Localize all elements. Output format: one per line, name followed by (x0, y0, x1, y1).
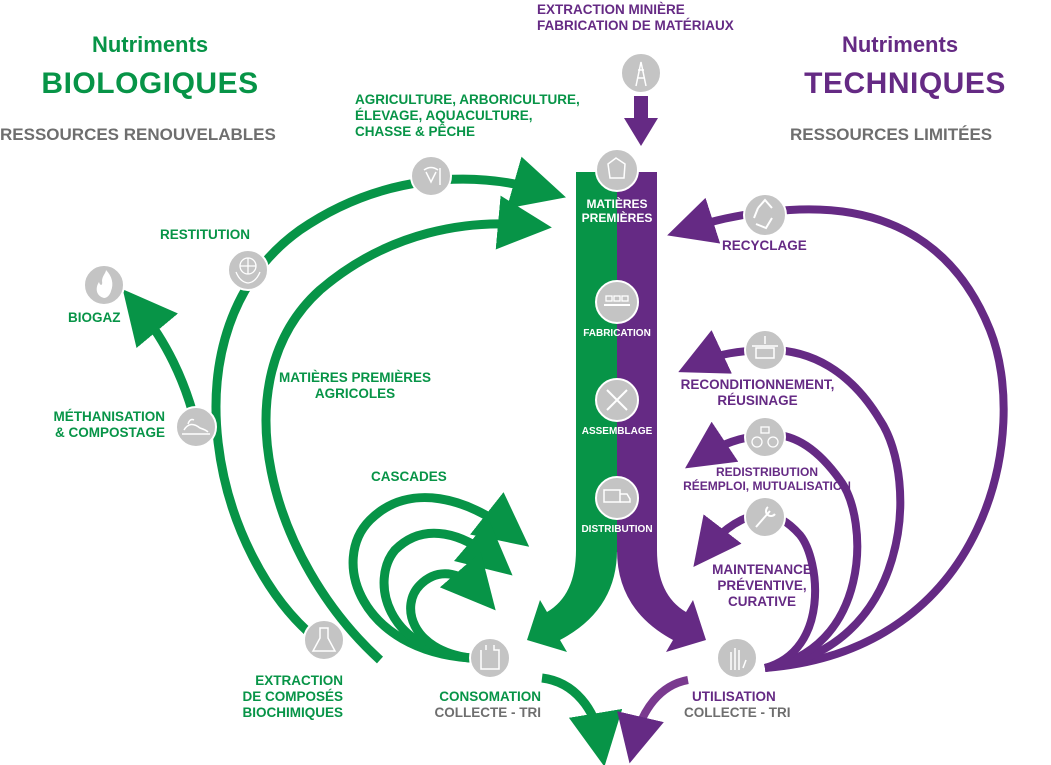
refurbishing-line1: RECONDITIONNEMENT, (680, 377, 835, 392)
usage-label: UTILISATION COLLECTE - TRI (684, 689, 791, 721)
redistribution-loop (685, 421, 862, 672)
cascades-label: CASCADES (371, 469, 447, 484)
maintenance-label: MAINTENANCE PRÉVENTIVE, CURATIVE (702, 562, 822, 610)
methanisation-label: MÉTHANISATION & COMPOSTAGE (20, 409, 166, 441)
redistribution-label: REDISTRIBUTION RÉEMPLOI, MUTUALISATION (672, 465, 862, 493)
maintenance-line1: MAINTENANCE (712, 562, 812, 577)
restitution-label: RESTITUTION (160, 227, 250, 242)
maintenance-line2: PRÉVENTIVE, (717, 577, 807, 593)
mining-label-line1: EXTRACTION MINIÈRE (537, 2, 685, 17)
redistribution-line1: REDISTRIBUTION (716, 465, 818, 479)
stage-assembly: ASSEMBLAGE (581, 426, 653, 437)
mining-label: EXTRACTION MINIÈRE FABRICATION DE MATÉRI… (537, 2, 734, 34)
agricultural-raw-label: MATIÈRES PREMIÈRES AGRICOLES (265, 370, 445, 402)
stage-raw-materials-line1: MATIÈRES (586, 197, 648, 211)
green-split-arrow (527, 550, 617, 652)
recycling-label: RECYCLAGE (722, 238, 807, 253)
usage-line2: COLLECTE - TRI (684, 704, 791, 720)
conveyor-icon (595, 280, 639, 324)
right-header-title: TECHNIQUES (804, 67, 1006, 100)
rock-icon (595, 148, 639, 192)
agriculture-line2: ÉLEVAGE, AQUACULTURE, (355, 107, 533, 123)
biological-loops (122, 156, 623, 765)
extraction-label: EXTRACTION DE COMPOSÉS BIOCHIMIQUES (213, 673, 343, 721)
agriculture-label: AGRICULTURE, ARBORICULTURE, ÉLEVAGE, AQU… (355, 92, 580, 140)
agricultural-raw-line1: MATIÈRES PREMIÈRES (278, 370, 432, 385)
bag-icon (469, 637, 511, 679)
flame-icon (83, 264, 125, 306)
methanisation-line1: MÉTHANISATION (53, 409, 166, 424)
cascade-3 (406, 551, 496, 663)
agricultural-loop (261, 195, 552, 664)
left-header-line1: Nutriments (91, 32, 209, 57)
redistribution-line2: RÉEMPLOI, MUTUALISATION (683, 479, 851, 494)
stage-raw-materials-line2: PREMIÈRES (581, 211, 653, 226)
stage-raw-materials: MATIÈRES PREMIÈRES (572, 197, 662, 225)
right-header-subtitle: RESSOURCES LIMITÉES (790, 125, 993, 144)
refurbishing-label: RECONDITIONNEMENT, RÉUSINAGE (665, 377, 850, 409)
agriculture-line1: AGRICULTURE, ARBORICULTURE, (355, 92, 580, 107)
usage-line1: UTILISATION (692, 689, 776, 704)
purple-exit-arrow (617, 676, 689, 764)
biogaz-label: BIOGAZ (68, 310, 121, 325)
stage-distribution: DISTRIBUTION (581, 524, 653, 535)
wrench-icon (744, 496, 786, 538)
flask-icon (303, 619, 345, 661)
extraction-line3: BIOCHIMIQUES (242, 704, 343, 720)
biogaz-arrow (122, 289, 201, 427)
icons (83, 52, 787, 679)
mining-label-line2: FABRICATION DE MATÉRIAUX (537, 17, 734, 33)
extraction-line2: DE COMPOSÉS (242, 688, 343, 704)
tools-icon (595, 378, 639, 422)
farm-animals-icon (410, 155, 452, 197)
left-header-title: BIOLOGIQUES (41, 67, 259, 100)
consumption-label: CONSOMATION COLLECTE - TRI (410, 689, 542, 721)
maintenance-loop (693, 510, 820, 672)
green-exit-arrow (541, 673, 623, 765)
globe-hands-icon (227, 249, 269, 291)
truck-icon (595, 476, 639, 520)
cascade-1 (348, 492, 530, 663)
mining-arrow (624, 96, 658, 146)
hand-icon (716, 637, 758, 679)
refurbishing-line2: RÉUSINAGE (717, 392, 798, 408)
share-boxes-icon (744, 416, 786, 458)
consumption-line2: COLLECTE - TRI (434, 704, 542, 720)
stage-fabrication: FABRICATION (583, 328, 651, 339)
extraction-line1: EXTRACTION (255, 673, 343, 688)
agriculture-line3: CHASSE & PÊCHE (355, 123, 476, 139)
box-icon (744, 329, 786, 371)
purple-split-arrow (617, 550, 706, 652)
left-header-subtitle: RESSOURCES RENOUVELABLES (0, 125, 276, 144)
methanisation-line2: & COMPOSTAGE (54, 424, 165, 440)
cascade-2 (379, 519, 513, 663)
compost-icon (175, 406, 217, 448)
right-header-line1: Nutriments (841, 32, 959, 57)
agricultural-raw-line2: AGRICOLES (314, 385, 396, 401)
oil-derrick-icon (620, 52, 662, 94)
consumption-line1: CONSOMATION (439, 689, 541, 704)
recycle-icon (743, 193, 787, 237)
maintenance-line3: CURATIVE (727, 593, 796, 609)
